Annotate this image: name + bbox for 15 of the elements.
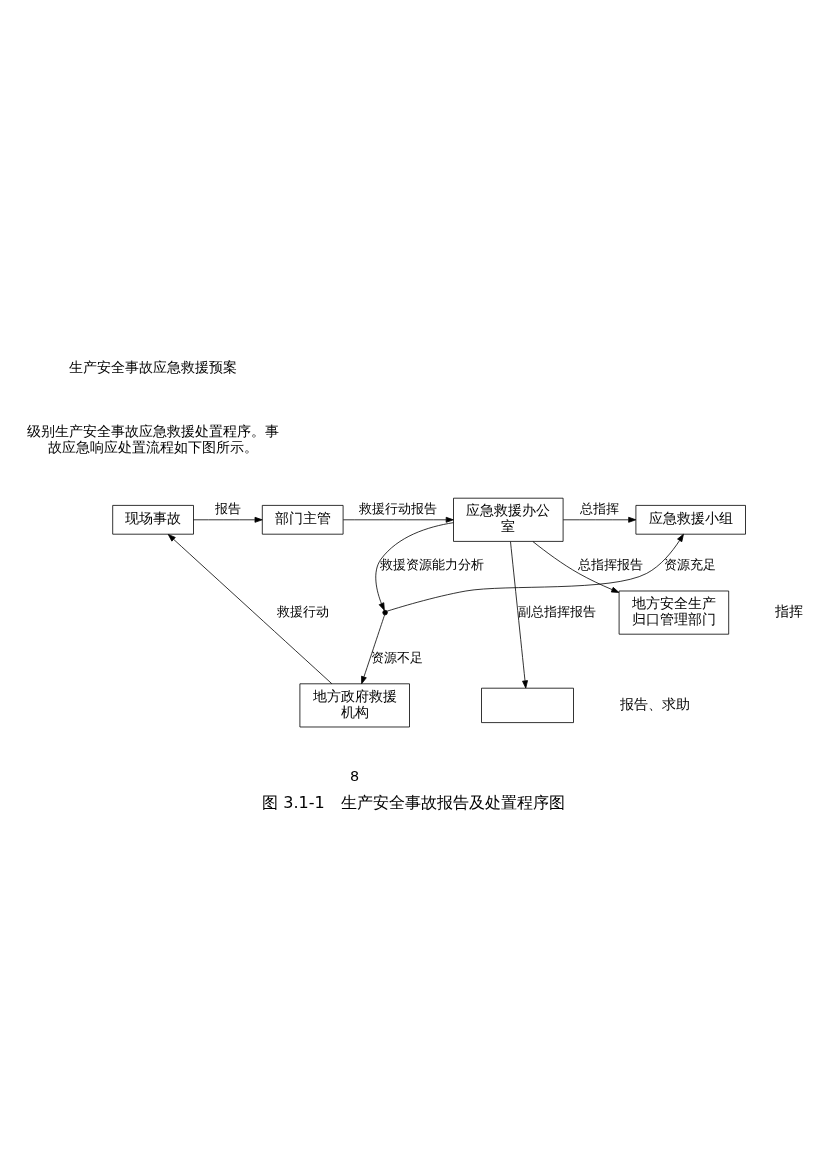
edge-label: 副总指挥报告 (518, 603, 597, 619)
label: 8 (350, 767, 360, 784)
edge-label: 救援行动 (276, 603, 329, 619)
label: 报告、求助 (620, 695, 691, 712)
edge-label: 总指挥报告 (577, 556, 643, 572)
edge-label: 报告 (214, 500, 241, 516)
edge-label: 资源充足 (663, 556, 716, 572)
edge-label: 资源不足 (371, 649, 424, 665)
label: 生产安全事故应急救援预案 (69, 358, 238, 375)
label: 指挥 (775, 602, 804, 619)
edge-label: 救援资源能力分析 (379, 556, 484, 572)
label: 级别生产安全事故应急救援处置程序。事故应急响应处置流程如下图所示。 (27, 422, 280, 455)
edge-label: 总指挥 (580, 500, 619, 516)
caption: 图 3.1-1 生产安全事故报告及处置程序图 (262, 792, 565, 812)
edge-label: 救援行动报告 (359, 500, 438, 516)
